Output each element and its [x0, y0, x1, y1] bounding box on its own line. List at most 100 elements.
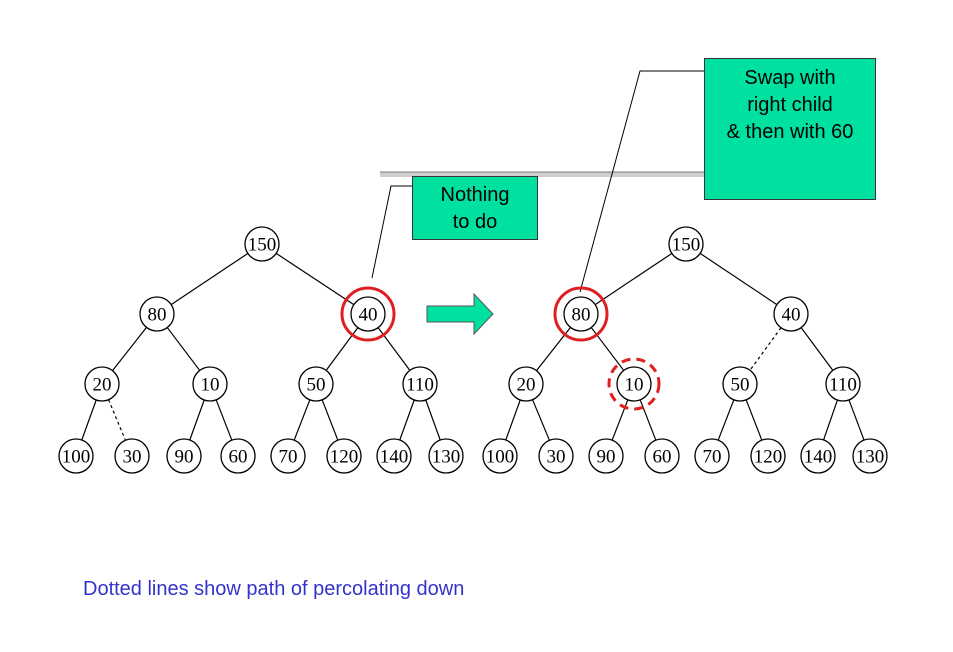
tree2-node-130 — [852, 438, 888, 474]
callout-nothing-to-do: Nothing to do — [412, 176, 538, 240]
tree1-edge-150-80 — [170, 252, 249, 306]
tree2-node-label-110: 110 — [829, 375, 857, 396]
tree2-node-70 — [694, 438, 730, 474]
tree2-edge-110-140 — [823, 399, 838, 441]
tree2-node-label-40: 40 — [782, 305, 801, 326]
tree1-edge-20-100 — [81, 399, 97, 441]
tree1-edge-20-30 — [107, 399, 127, 441]
tree2-node-10 — [616, 366, 652, 402]
tree1-node-130 — [428, 438, 464, 474]
tree2-edge-110-130 — [848, 399, 865, 441]
tree2-edge-40-50 — [749, 327, 782, 371]
tree2-node-label-90: 90 — [597, 447, 616, 468]
callout-swap: Swap with right child & then with 60 — [704, 58, 876, 200]
callout-nothing-line-1: Nothing — [440, 184, 510, 206]
tree2-node-label-70: 70 — [703, 447, 722, 468]
tree1-edge-50-120 — [321, 399, 339, 441]
tree1-node-50 — [298, 366, 334, 402]
tree1-edge-80-20 — [112, 326, 147, 372]
caption-text: Dotted lines show path of percolating do… — [83, 578, 465, 600]
tree-nodes: 150 80 40 20 10 50 110 100 30 90 60 70 120 140 130 150 8… — [58, 226, 888, 474]
tree1-node-30 — [114, 438, 150, 474]
tree1-node-label-150: 150 — [248, 235, 277, 256]
tree1-node-label-70: 70 — [279, 447, 298, 468]
tree1-edge-110-130 — [425, 399, 441, 441]
callout-swap-line-3: & then with 60 — [726, 121, 854, 143]
highlight-rings — [340, 286, 661, 411]
transition-arrow — [426, 292, 494, 336]
tree2-node-100 — [482, 438, 518, 474]
tree2-node-label-100: 100 — [486, 447, 515, 468]
tree1-edge-10-60 — [215, 399, 233, 441]
tree1-edge-150-40 — [275, 252, 355, 306]
tree1-node-label-30: 30 — [123, 447, 142, 468]
tree2-node-label-130: 130 — [856, 447, 885, 468]
tree2-node-label-60: 60 — [653, 447, 672, 468]
tree1-node-120 — [326, 438, 362, 474]
tree1-node-label-100: 100 — [62, 447, 91, 468]
tree2-node-label-80: 80 — [572, 305, 591, 326]
tree2-highlight-80 — [553, 286, 609, 342]
tree2-node-label-10: 10 — [625, 375, 644, 396]
tree2-node-80 — [563, 296, 599, 332]
tree2-node-label-20: 20 — [517, 375, 536, 396]
tree2-node-50 — [722, 366, 758, 402]
tree1-node-label-110: 110 — [406, 375, 434, 396]
tree1-node-70 — [270, 438, 306, 474]
tree1-node-label-40: 40 — [359, 305, 378, 326]
callout-nothing-line-2: to do — [452, 211, 498, 233]
tree2-node-90 — [588, 438, 624, 474]
tree2-edge-150-80 — [594, 252, 673, 306]
tree2-node-40 — [773, 296, 809, 332]
tree2-node-150 — [668, 226, 704, 262]
tree2-node-label-150: 150 — [672, 235, 701, 256]
tree2-edge-40-110 — [800, 327, 834, 371]
tree1-node-140 — [376, 438, 412, 474]
callout-swap-line-1: Swap with — [744, 67, 836, 89]
tree1-node-100 — [58, 438, 94, 474]
tree1-edge-10-90 — [189, 399, 205, 441]
tree1-edge-110-140 — [399, 399, 415, 441]
tree1-highlight-40 — [340, 286, 396, 342]
tree2-node-110 — [825, 366, 861, 402]
tree2-node-140 — [800, 438, 836, 474]
tree2-edge-20-100 — [505, 399, 521, 441]
tree2-node-30 — [538, 438, 574, 474]
tree1-node-40 — [350, 296, 386, 332]
tree2-edge-20-30 — [531, 399, 551, 441]
tree2-node-60 — [644, 438, 680, 474]
tree1-node-label-10: 10 — [201, 375, 220, 396]
tree1-node-label-80: 80 — [148, 305, 167, 326]
tree1-node-90 — [166, 438, 202, 474]
leader-nothing — [371, 185, 412, 279]
tree2-node-120 — [750, 438, 786, 474]
tree2-dashed-highlight-10 — [607, 357, 661, 411]
tree1-node-80 — [139, 296, 175, 332]
tree1-node-110 — [402, 366, 438, 402]
tree2-edge-10-60 — [639, 399, 657, 441]
tree1-node-label-20: 20 — [93, 375, 112, 396]
tree1-node-label-90: 90 — [175, 447, 194, 468]
tree1-edge-50-70 — [293, 399, 311, 441]
tree-edges — [81, 252, 865, 441]
tree1-node-20 — [84, 366, 120, 402]
tree2-node-label-30: 30 — [547, 447, 566, 468]
tree2-node-label-140: 140 — [804, 447, 833, 468]
tree2-node-label-50: 50 — [731, 375, 750, 396]
tree1-node-60 — [220, 438, 256, 474]
tree1-node-150 — [244, 226, 280, 262]
callout-swap-line-2: right child — [747, 94, 833, 116]
tree1-node-label-60: 60 — [229, 447, 248, 468]
tree2-edge-50-70 — [717, 399, 735, 441]
tree2-node-label-120: 120 — [754, 447, 783, 468]
leader-swap — [579, 70, 704, 293]
tree1-node-label-120: 120 — [330, 447, 359, 468]
tree2-edge-50-120 — [745, 399, 763, 441]
tree2-edge-150-40 — [699, 252, 778, 306]
tree2-node-20 — [508, 366, 544, 402]
connector-shadow — [380, 172, 704, 177]
tree1-node-label-50: 50 — [307, 375, 326, 396]
tree1-node-10 — [192, 366, 228, 402]
tree1-edge-80-10 — [166, 327, 201, 371]
